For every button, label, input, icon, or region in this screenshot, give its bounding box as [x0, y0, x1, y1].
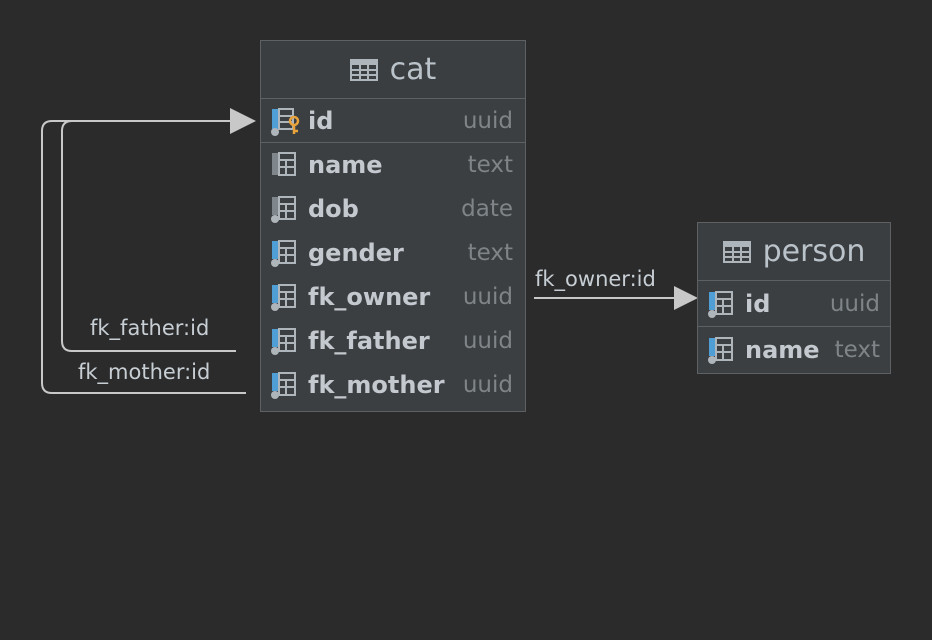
- table-person[interactable]: person id uuid name: [697, 222, 891, 374]
- column-row-id[interactable]: id uuid: [261, 99, 525, 143]
- fk-mother-connector[interactable]: [41, 120, 246, 394]
- column-row-name[interactable]: name text: [261, 143, 525, 187]
- column-type: text: [467, 152, 513, 178]
- primary-key-column-icon: [708, 290, 733, 318]
- table-cat-header[interactable]: cat: [261, 41, 525, 99]
- fk-mother-label: fk_mother:id: [78, 360, 211, 384]
- column-type: uuid: [462, 328, 513, 354]
- column-type: uuid: [462, 284, 513, 310]
- primary-key-column-icon: [271, 107, 300, 136]
- table-icon: [349, 58, 378, 81]
- fk-father-connector[interactable]: [61, 120, 236, 352]
- fk-owner-label: fk_owner:id: [535, 267, 656, 291]
- column-type: uuid: [462, 372, 513, 398]
- column-name: name: [308, 151, 383, 179]
- cat-id-arrowhead: [230, 108, 256, 134]
- column-row-fk-father[interactable]: fk_father uuid: [261, 319, 525, 363]
- column-type: date: [461, 196, 513, 222]
- column-type: uuid: [462, 107, 513, 134]
- column-row-fk-mother[interactable]: fk_mother uuid: [261, 363, 525, 407]
- column-name: fk_father: [308, 327, 430, 355]
- column-icon: [272, 152, 296, 176]
- foreign-key-column-icon: [271, 328, 296, 355]
- fk-father-label: fk_father:id: [90, 316, 210, 340]
- column-name: id: [745, 289, 771, 318]
- person-column-row-id[interactable]: id uuid: [698, 281, 890, 327]
- table-person-header[interactable]: person: [698, 223, 890, 281]
- nullable-column-icon: [271, 240, 296, 267]
- foreign-key-column-icon: [271, 372, 296, 399]
- column-row-dob[interactable]: dob date: [261, 187, 525, 231]
- column-row-fk-owner[interactable]: fk_owner uuid: [261, 275, 525, 319]
- nullable-column-icon: [271, 196, 296, 223]
- foreign-key-column-icon: [271, 284, 296, 311]
- person-column-row-name[interactable]: name text: [698, 327, 890, 373]
- column-name: fk_owner: [308, 283, 431, 311]
- table-icon: [722, 240, 751, 263]
- column-name: gender: [308, 239, 404, 267]
- column-type: text: [467, 240, 513, 266]
- column-name: id: [308, 106, 334, 135]
- table-cat[interactable]: cat id uuid: [260, 40, 526, 412]
- column-row-gender[interactable]: gender text: [261, 231, 525, 275]
- column-name: name: [745, 336, 820, 364]
- column-type: uuid: [829, 290, 880, 317]
- person-id-arrowhead: [674, 286, 698, 310]
- table-cat-title: cat: [389, 52, 437, 87]
- column-name: dob: [308, 195, 359, 223]
- table-person-title: person: [762, 234, 866, 269]
- column-name: fk_mother: [308, 371, 445, 399]
- nullable-column-icon: [708, 337, 733, 364]
- column-type: text: [834, 337, 880, 363]
